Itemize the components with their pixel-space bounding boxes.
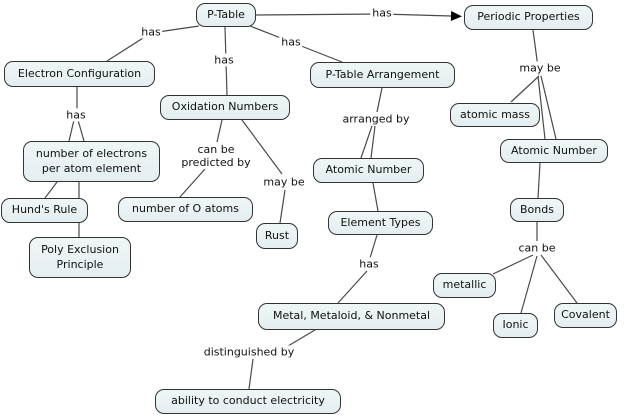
edge-may-be-to-atomic-mass [510,75,540,103]
link-label-can-be-bonds[interactable]: can be [516,241,558,255]
edge-has-to-metal-metaloid [337,270,368,304]
link-label-may-be-rust[interactable]: may be [261,175,307,189]
node-number-of-o-atoms[interactable]: number of O atoms [118,197,253,222]
edge-has-to-number-of-electrons-a [68,119,75,142]
node-covalent[interactable]: Covalent [554,303,617,328]
link-label-has-pt-pp[interactable]: has [370,6,394,20]
edge-metal-to-distinguished-by [287,329,316,347]
edge-has-to-number-of-electrons-b [77,119,85,142]
edge-can-be-to-metallic [492,254,534,275]
node-number-of-electrons[interactable]: number of electrons per atom element [23,141,160,182]
node-ability-to-conduct-electricity[interactable]: ability to conduct electricity [155,389,341,414]
edge-atomic-number-to-element-types [372,182,379,212]
edge-distinguished-by-to-ability [248,358,254,390]
edge-oxidation-numbers-to-may-be [241,119,283,175]
edge-p-table-to-periodic-properties [255,13,452,17]
edge-can-be-to-ionic [520,255,538,314]
node-atomic-mass[interactable]: atomic mass [450,103,540,127]
node-ionic[interactable]: Ionic [493,313,538,338]
node-p-table-arrangement[interactable]: P-Table Arrangement [310,62,455,88]
edge-may-be-to-atomic-number-b [540,75,557,140]
edge-oxidation-numbers-to-can-be [216,119,223,143]
link-label-has-et[interactable]: has [357,257,381,271]
link-label-has-ec[interactable]: has [64,108,88,122]
link-label-may-be-pp[interactable]: may be [517,61,563,75]
edge-atomic-number-to-bonds [537,162,541,199]
node-metal-metaloid-nonmetal[interactable]: Metal, Metaloid, & Nonmetal [258,303,445,330]
edge-may-be-to-atomic-number-a [537,75,546,140]
edge-predicted-by-to-number-of-o-atoms [179,168,206,198]
link-label-distinguished-by[interactable]: distinguished by [201,345,297,359]
link-label-arranged-by[interactable]: arranged by [340,112,412,126]
node-electron-configuration[interactable]: Electron Configuration [4,61,155,87]
node-hunds-rule[interactable]: Hund's Rule [1,198,88,223]
link-label-can-be-predicted-by[interactable]: can be predicted by [179,142,253,170]
node-poly-exclusion-principle[interactable]: Poly Exclusion Principle [29,237,131,278]
node-p-table[interactable]: P-Table [196,3,256,27]
node-bonds[interactable]: Bonds [510,198,564,222]
node-rust[interactable]: Rust [256,223,298,249]
arrowhead-icon [450,11,462,21]
edge-element-types-to-has [369,234,378,259]
node-atomic-number-right[interactable]: Atomic Number [500,139,608,163]
edge-number-of-electrons-to-hunds-rule-a [44,181,58,199]
edge-may-be-to-rust [279,189,286,224]
link-label-has-pt-pta[interactable]: has [279,35,303,49]
node-metallic[interactable]: metallic [433,273,496,298]
link-label-has-pt-on[interactable]: has [212,53,236,67]
edge-can-be-to-covalent [540,254,578,304]
edge-arranged-by-to-atomic-number-b [370,125,376,159]
link-label-has-pt-ec[interactable]: has [139,25,163,39]
node-element-types[interactable]: Element Types [328,211,433,235]
edge-arranged-by-to-atomic-number-a [360,125,373,159]
edge-p-table-arrangement-to-arranged-by [376,87,383,113]
node-oxidation-numbers[interactable]: Oxidation Numbers [160,95,290,120]
node-periodic-properties[interactable]: Periodic Properties [464,5,593,30]
node-atomic-number-left[interactable]: Atomic Number [313,158,424,183]
